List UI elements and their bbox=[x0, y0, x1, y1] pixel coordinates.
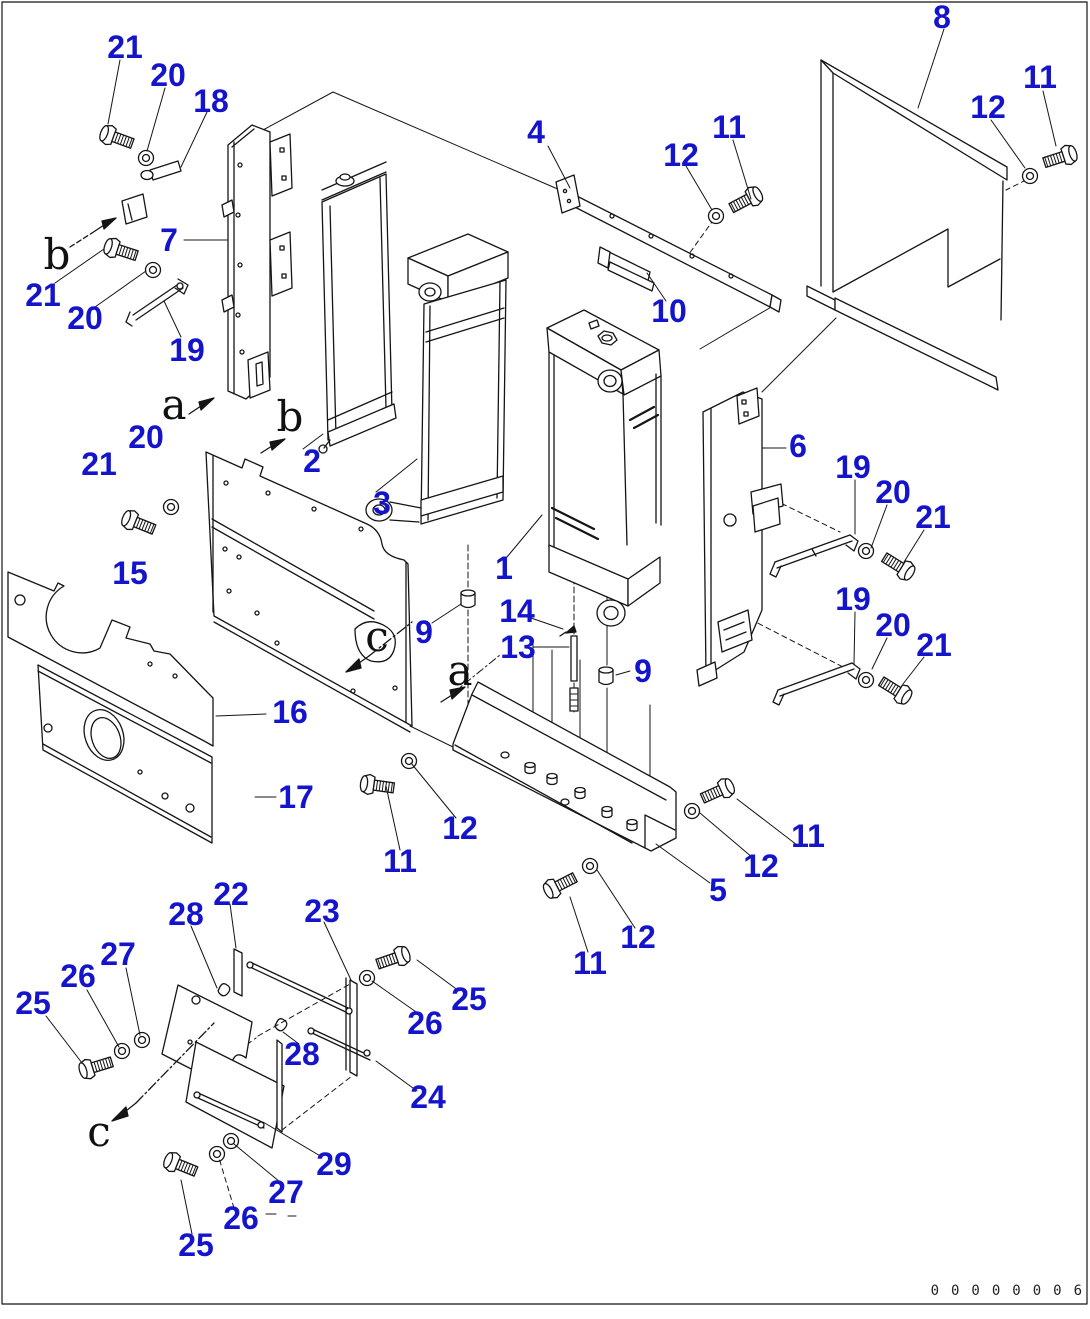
part-callout-27: 27 bbox=[100, 936, 136, 972]
part-callout-29: 29 bbox=[316, 1146, 352, 1182]
part-callout-27: 27 bbox=[268, 1174, 304, 1210]
part-callout-20: 20 bbox=[150, 57, 186, 93]
part-7-side-plate-left bbox=[221, 124, 293, 400]
view-letter-c: c bbox=[365, 612, 389, 661]
part-callout-19: 19 bbox=[835, 449, 871, 485]
part-callout-25: 25 bbox=[15, 985, 51, 1021]
view-letter-a: a bbox=[447, 646, 473, 695]
part-callout-18: 18 bbox=[193, 83, 229, 119]
part-15-panel bbox=[205, 451, 413, 733]
part-callout-25: 25 bbox=[451, 981, 487, 1017]
leader-lines bbox=[45, 28, 1057, 1235]
part-9-grommets bbox=[460, 589, 614, 686]
part-callout-3: 3 bbox=[373, 485, 391, 521]
part-callout-19: 19 bbox=[835, 581, 871, 617]
part-callout-20: 20 bbox=[67, 300, 103, 336]
part-callout-9: 9 bbox=[634, 653, 652, 689]
part-16-baffle-upper bbox=[7, 571, 214, 747]
part-2-core bbox=[318, 161, 397, 454]
part-callout-23: 23 bbox=[304, 893, 340, 929]
view-letter-b: b bbox=[276, 392, 304, 441]
part-callout-12: 12 bbox=[442, 810, 478, 846]
part-callout-24: 24 bbox=[410, 1079, 446, 1115]
part-callout-6: 6 bbox=[789, 428, 807, 464]
part-callout-12: 12 bbox=[620, 919, 656, 955]
part-callout-20: 20 bbox=[875, 607, 911, 643]
part-19-stays bbox=[125, 278, 861, 706]
part-callout-13: 13 bbox=[500, 629, 536, 665]
part-13-rod bbox=[569, 635, 579, 712]
part-14-pin bbox=[559, 625, 577, 637]
part-callout-12: 12 bbox=[743, 848, 779, 884]
part-17-baffle-lower bbox=[37, 664, 213, 844]
part-callout-26: 26 bbox=[60, 958, 96, 994]
part-callout-11: 11 bbox=[1023, 59, 1057, 95]
part-callout-15: 15 bbox=[112, 555, 148, 591]
part-callout-12: 12 bbox=[663, 137, 699, 173]
part-6-side-plate-right bbox=[696, 387, 784, 687]
view-letter-b: b bbox=[43, 230, 71, 279]
part-callout-14: 14 bbox=[499, 593, 535, 629]
part-callout-20: 20 bbox=[875, 474, 911, 510]
part-callout-28: 28 bbox=[284, 1036, 320, 1072]
part-callout-26: 26 bbox=[223, 1200, 259, 1236]
part-callout-5: 5 bbox=[709, 872, 727, 908]
part-3-cooler bbox=[365, 233, 509, 525]
view-arrows bbox=[69, 217, 466, 1122]
part-callout-11: 11 bbox=[383, 843, 417, 879]
part-callout-21: 21 bbox=[107, 29, 143, 65]
part-callout-17: 17 bbox=[278, 779, 314, 815]
drawing-serial-number: 00000006 bbox=[930, 1283, 1090, 1299]
part-18-bracket bbox=[121, 160, 182, 225]
view-letter-c: c bbox=[87, 1107, 111, 1156]
part-callout-28: 28 bbox=[168, 896, 204, 932]
part-callout-9: 9 bbox=[415, 614, 433, 650]
part-callout-26: 26 bbox=[407, 1005, 443, 1041]
part-callout-21: 21 bbox=[916, 627, 952, 663]
part-callout-21: 21 bbox=[81, 446, 117, 482]
part-callout-4: 4 bbox=[527, 114, 545, 150]
view-letter-a: a bbox=[161, 380, 187, 429]
part-callout-16: 16 bbox=[272, 694, 308, 730]
part-22-29-subassembly bbox=[161, 948, 371, 1149]
part-callout-11: 11 bbox=[791, 818, 825, 854]
part-callout-12: 12 bbox=[970, 89, 1006, 125]
part-callout-11: 11 bbox=[712, 109, 746, 145]
part-callout-25: 25 bbox=[178, 1227, 214, 1263]
part-10-bracket bbox=[597, 246, 655, 292]
part-callout-11: 11 bbox=[573, 945, 607, 981]
part-callout-1: 1 bbox=[495, 550, 513, 586]
part-callout-21: 21 bbox=[915, 499, 951, 535]
part-callout-2: 2 bbox=[303, 443, 321, 479]
part-callout-20: 20 bbox=[128, 419, 164, 455]
part-callout-22: 22 bbox=[213, 876, 249, 912]
part-callout-7: 7 bbox=[160, 222, 178, 258]
part-8-shroud bbox=[806, 59, 1008, 391]
part-callout-10: 10 bbox=[651, 293, 687, 329]
part-callout-21: 21 bbox=[25, 277, 61, 313]
part-5-lower-frame bbox=[452, 681, 677, 852]
part-callout-19: 19 bbox=[169, 332, 205, 368]
part-callout-8: 8 bbox=[933, 0, 951, 35]
part-4-top-support bbox=[555, 174, 782, 313]
part-1-radiator bbox=[546, 309, 662, 627]
